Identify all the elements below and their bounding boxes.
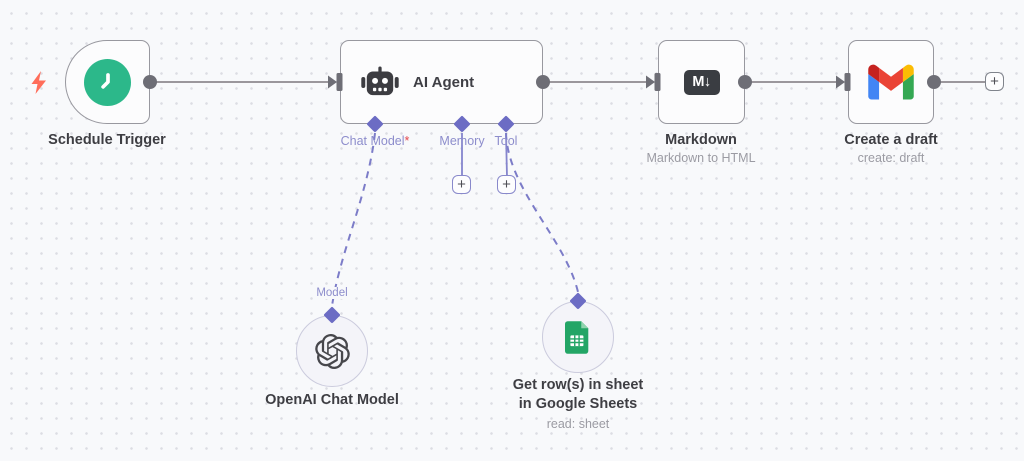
- markdown-subtitle: Markdown to HTML: [646, 151, 756, 165]
- tool-port-label: Tool: [494, 134, 518, 148]
- node-schedule-trigger[interactable]: [65, 40, 150, 124]
- memory-port-label: Memory: [439, 134, 485, 148]
- markdown-label: Markdown: [665, 132, 737, 148]
- add-tool-button[interactable]: +: [497, 175, 516, 194]
- add-next-node-button[interactable]: +: [985, 72, 1004, 91]
- node-markdown[interactable]: M↓: [658, 40, 745, 124]
- add-memory-button[interactable]: +: [452, 175, 471, 194]
- wire-chatmodel-to-openai: [331, 132, 376, 307]
- lightning-trigger-icon: [31, 71, 46, 94]
- google-sheets-icon: [565, 320, 591, 354]
- gmail-icon: [868, 64, 914, 100]
- ai-agent-label: AI Agent: [413, 73, 475, 91]
- google-sheets-subtitle: read: sheet: [546, 417, 610, 431]
- google-sheets-label-line1: Get row(s) in sheet: [512, 377, 644, 393]
- wire-tool-to-add: [505, 132, 508, 178]
- node-openai-chat-model[interactable]: [296, 315, 368, 387]
- markdown-icon: M↓: [683, 69, 720, 95]
- clock-icon: [84, 58, 131, 106]
- node-ai-agent[interactable]: AI Agent: [340, 40, 543, 124]
- create-draft-label: Create a draft: [844, 132, 938, 148]
- chat-model-port-label: Chat Model*: [340, 134, 410, 148]
- node-create-draft[interactable]: [848, 40, 934, 124]
- model-port-label: Model: [313, 287, 351, 299]
- create-draft-subtitle: create: draft: [857, 151, 925, 165]
- openai-icon: [314, 333, 350, 369]
- required-marker: *: [404, 134, 410, 148]
- google-sheets-label-line2: in Google Sheets: [518, 396, 638, 412]
- openai-chat-model-label: OpenAI Chat Model: [265, 392, 399, 408]
- wire-tool-to-sheets: [505, 132, 579, 293]
- node-google-sheets[interactable]: [542, 301, 614, 373]
- schedule-trigger-label: Schedule Trigger: [48, 132, 166, 148]
- robot-icon: [361, 66, 399, 99]
